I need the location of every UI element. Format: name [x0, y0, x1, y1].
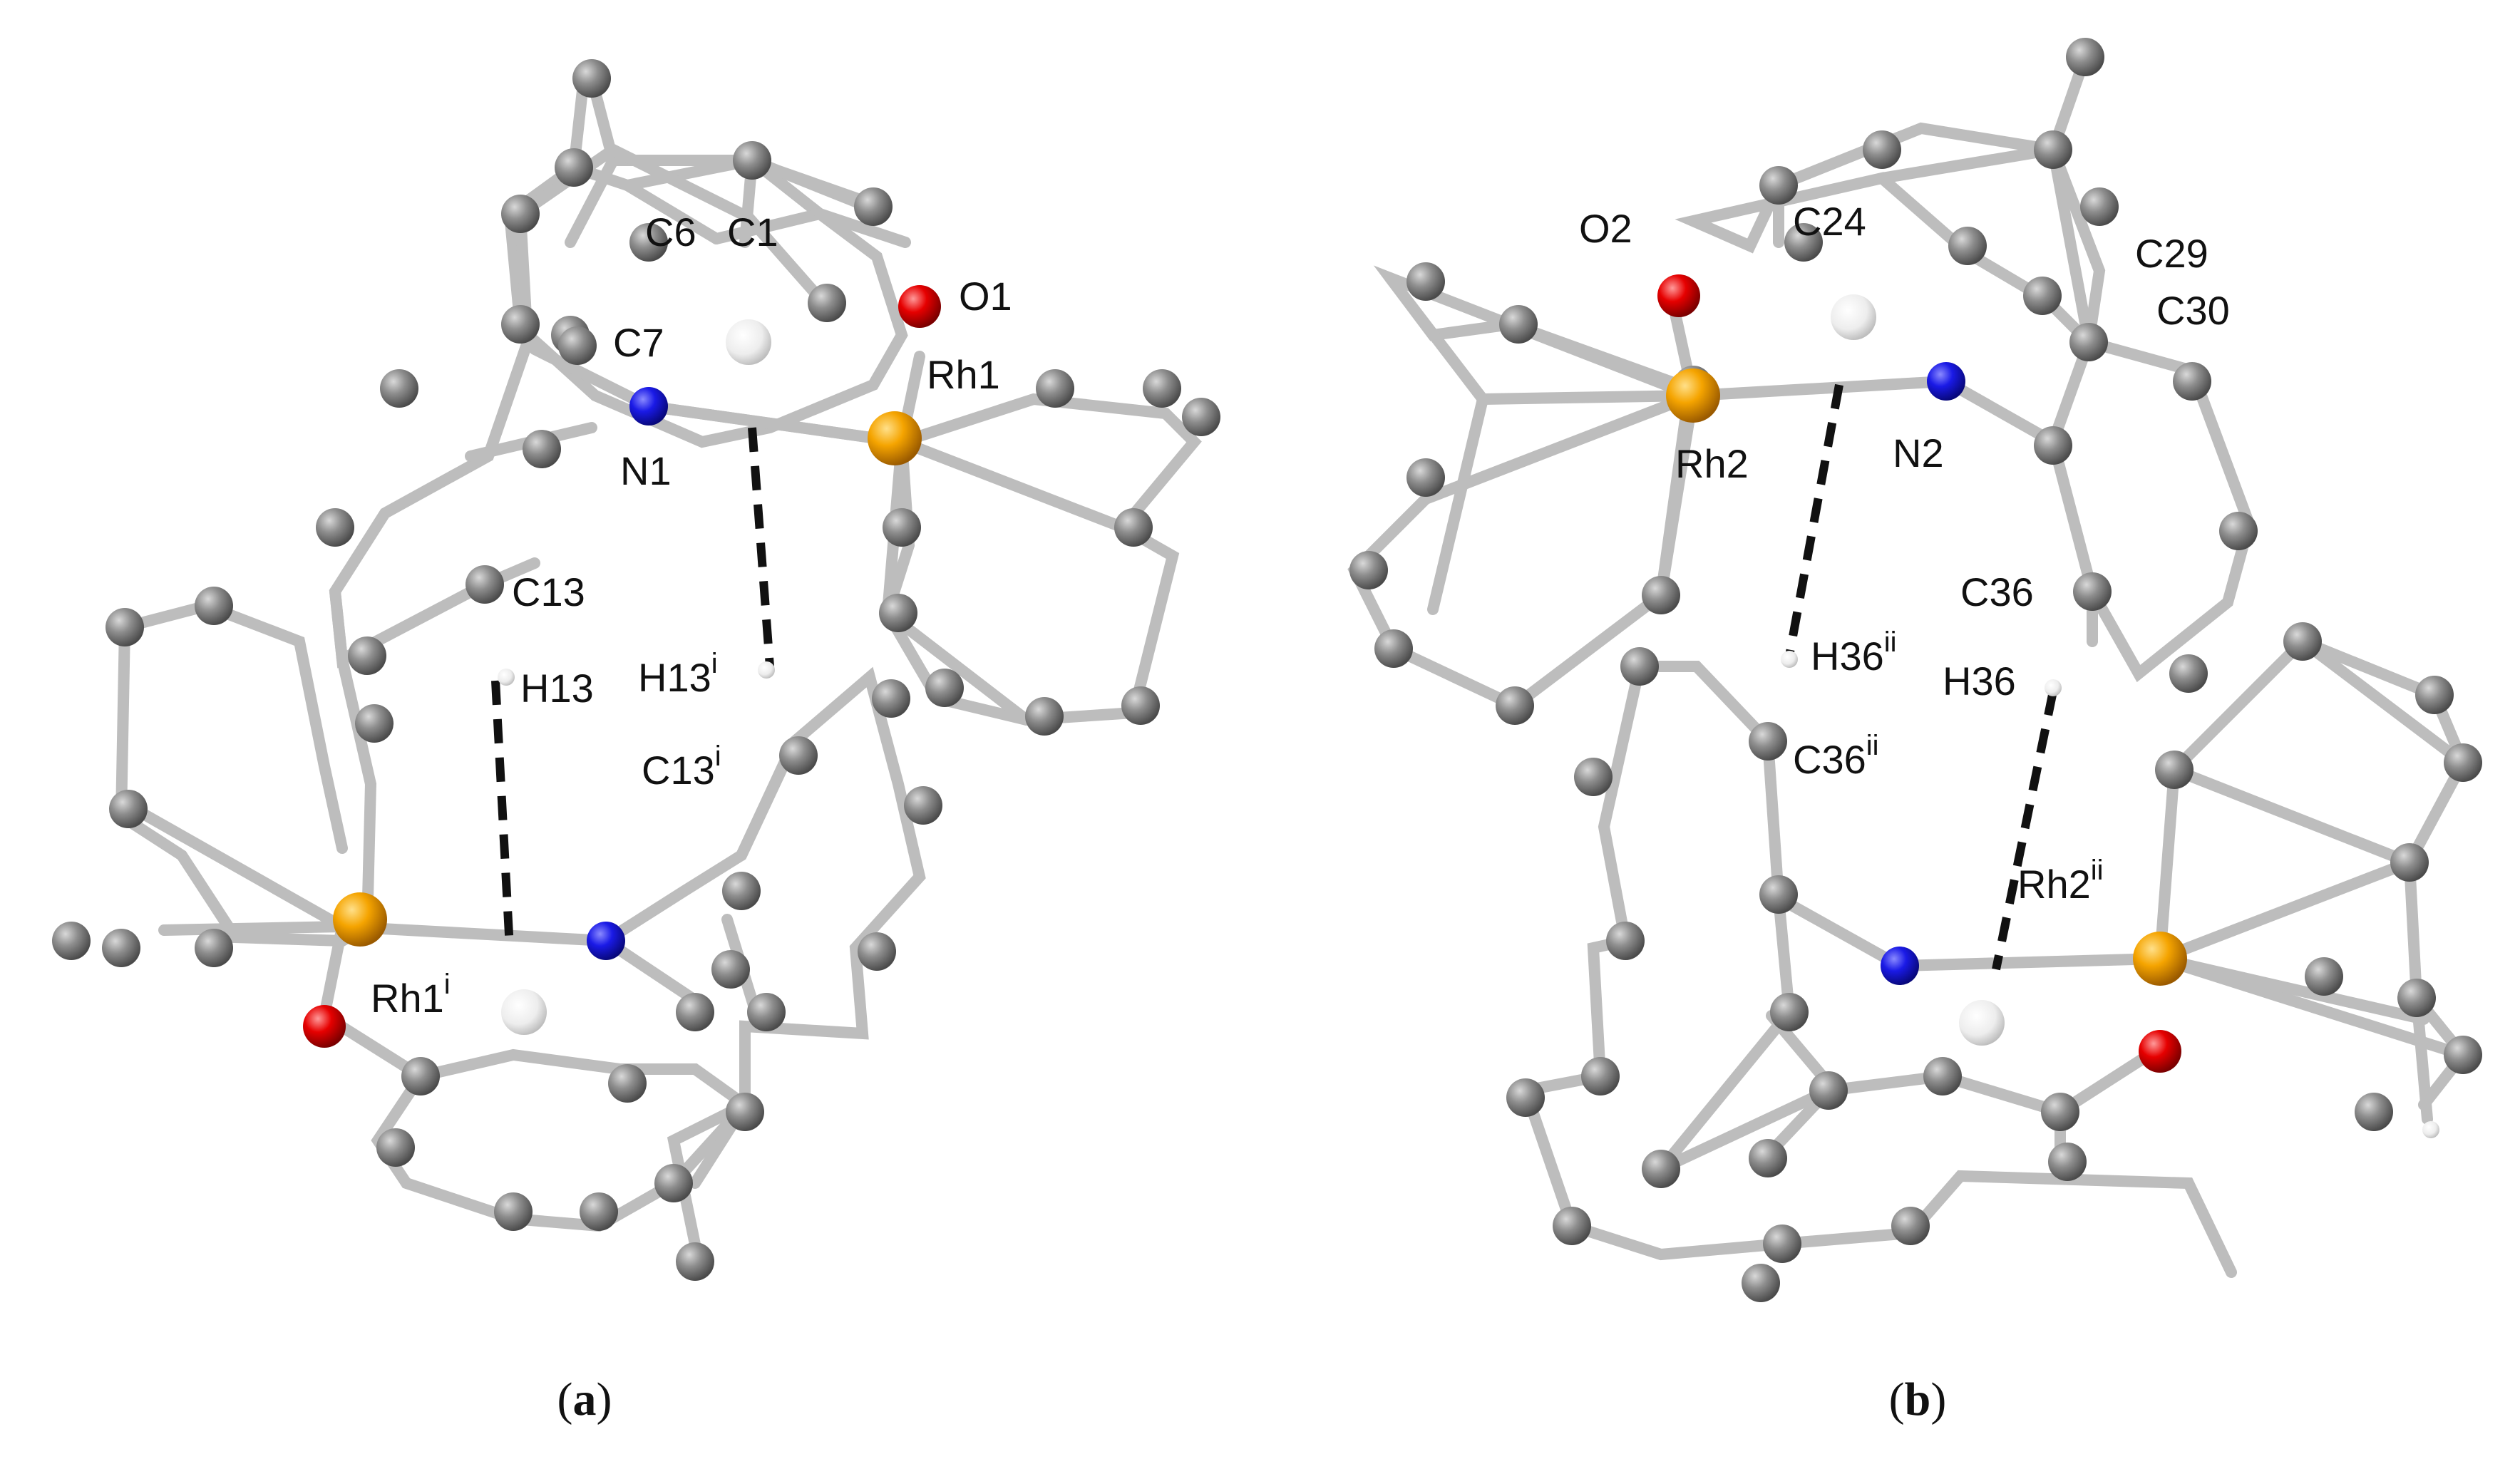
panel-a-hydrogen-atoms	[498, 661, 775, 686]
label-o2: O2	[1579, 206, 1632, 251]
panel-b-atom-labels: O2 C24 C29 C30 Rh2 N2 C36 H36 H36ii C36i…	[1579, 199, 2230, 907]
panel-a-rh1i-atom	[333, 892, 387, 947]
label-c7: C7	[613, 320, 664, 365]
panel-b-carbon-atoms	[1349, 38, 2482, 1302]
label-c36ii: C36ii	[1793, 730, 1879, 782]
label-c6: C6	[645, 210, 696, 254]
label-c1: C1	[727, 210, 778, 254]
panel-b-label: (b)	[1889, 1373, 1947, 1426]
panel-b-centroids	[1831, 294, 2005, 1046]
label-h36: H36	[1943, 659, 2016, 703]
panel-a-molecule: C6 C1 O1 C7 Rh1 N1 C13 H13 H13i C13i Rh1…	[52, 59, 1220, 1281]
label-rh2: Rh2	[1675, 441, 1749, 486]
panel-a-atom-labels: C6 C1 O1 C7 Rh1 N1 C13 H13 H13i C13i Rh1…	[371, 210, 1012, 1021]
panel-a-n1-atom	[629, 387, 668, 426]
panel-b-rh2ii-atom	[2133, 932, 2187, 986]
panel-b-contacts	[1785, 383, 2057, 971]
panel-a-rh1-atom	[868, 411, 922, 465]
panel-a-centroids	[501, 319, 771, 1035]
label-n1: N1	[620, 448, 672, 493]
label-rh1: Rh1	[927, 352, 1000, 397]
label-n2: N2	[1893, 431, 1944, 475]
label-rh2ii: Rh2ii	[2017, 855, 2104, 907]
panel-a-n1i-atom	[587, 922, 625, 960]
label-c13: C13	[512, 569, 585, 614]
panel-b-hydrogen-atoms	[1781, 651, 2439, 1138]
panel-b-o2ii-atom	[2139, 1030, 2181, 1073]
panel-b-molecule: O2 C24 C29 C30 Rh2 N2 C36 H36 H36ii C36i…	[1347, 38, 2482, 1302]
label-c29: C29	[2135, 231, 2208, 276]
label-c30: C30	[2156, 288, 2230, 333]
label-rh1i: Rh1i	[371, 969, 451, 1021]
panel-b-n2ii-atom	[1881, 947, 1919, 985]
panel-a-contacts	[491, 427, 774, 949]
label-o1: O1	[959, 274, 1012, 319]
label-c13i: C13i	[642, 741, 721, 793]
label-h36ii: H36ii	[1811, 627, 1897, 679]
panel-a-label: (a)	[557, 1373, 612, 1426]
panel-b-o2-atom	[1657, 274, 1700, 317]
label-c24: C24	[1793, 199, 1866, 244]
panel-b-n2-atom	[1927, 362, 1965, 401]
panel-a-carbon-atoms	[52, 59, 1220, 1281]
label-h13: H13	[520, 666, 594, 711]
label-h13i: H13i	[638, 648, 718, 700]
panel-a-o1i-atom	[303, 1005, 346, 1048]
panel-a-o1-atom	[898, 285, 941, 328]
label-c36: C36	[1960, 569, 2034, 614]
panel-b-rh2-atom	[1666, 368, 1720, 423]
